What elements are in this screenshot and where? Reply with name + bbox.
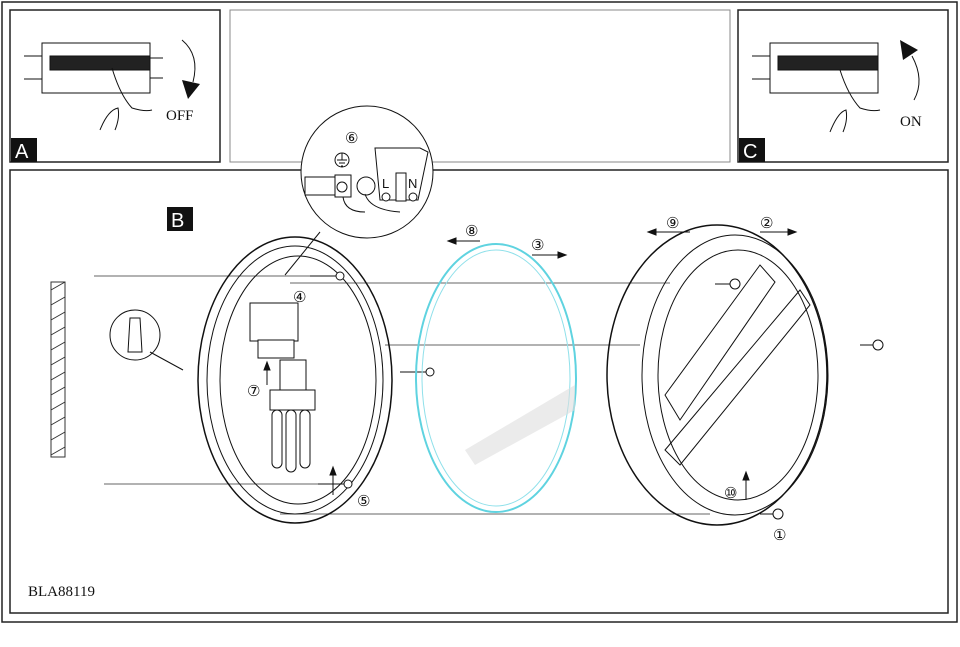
panel-a-badge: A	[15, 141, 29, 163]
arrow-down-icon	[181, 39, 200, 99]
wiring-callout	[284, 105, 434, 276]
screw-icon	[310, 271, 884, 520]
neutral-terminal-label: N	[408, 176, 417, 191]
base-plate	[197, 236, 393, 524]
lamp-holder	[249, 302, 316, 473]
hand-icon	[99, 67, 153, 131]
wall-icon	[50, 281, 66, 458]
direction-arrows	[263, 228, 798, 500]
blank-panel	[229, 9, 731, 163]
on-label: ON	[900, 114, 922, 130]
alignment-lines	[94, 275, 710, 515]
model-code: BLA88119	[28, 584, 95, 600]
off-label: OFF	[166, 108, 194, 124]
step-9: ⑨	[666, 214, 679, 232]
glass-diffuser	[415, 243, 577, 513]
panel-b-badge: B	[171, 210, 184, 232]
step-1: ①	[773, 526, 786, 544]
wall-plug-callout	[109, 309, 184, 371]
panel-a: OFF A	[9, 9, 221, 163]
panel-b: B	[9, 105, 949, 614]
step-3: ③	[531, 236, 544, 254]
panel-c-badge: C	[743, 141, 757, 163]
step-6: ⑥	[345, 129, 358, 147]
step-7: ⑦	[247, 382, 260, 400]
step-8: ⑧	[465, 222, 478, 240]
cover-ring	[606, 224, 829, 526]
step-5: ⑤	[357, 492, 370, 510]
step-10: ⑩	[724, 484, 737, 502]
live-terminal-label: L	[382, 176, 389, 191]
step-2: ②	[760, 214, 773, 232]
step-4: ④	[293, 288, 306, 306]
hand-icon	[829, 69, 881, 133]
arrow-up-icon	[900, 40, 920, 101]
breaker-icon	[752, 42, 879, 94]
breaker-icon	[24, 42, 163, 94]
panel-c: ON C	[737, 9, 949, 163]
